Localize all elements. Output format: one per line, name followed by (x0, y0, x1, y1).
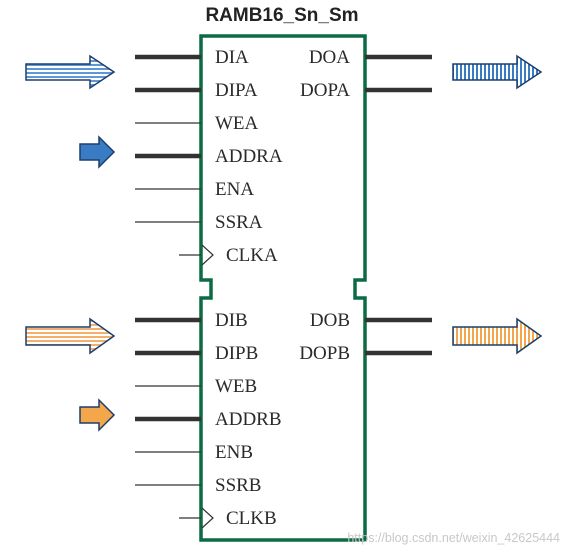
ssra-label: SSRA (215, 212, 263, 233)
dib-label: DIB (215, 310, 248, 331)
data-in-a-arrow (25, 54, 116, 90)
doa-label: DOA (309, 47, 350, 68)
wea-label: WEA (215, 113, 259, 134)
data-in-b-arrow (25, 317, 116, 355)
clkb-label: CLKB (226, 508, 277, 529)
block-outline (199, 34, 367, 542)
clkb-clock-marker-icon (201, 507, 214, 529)
block-title: RAMB16_Sn_Sm (205, 5, 358, 26)
signal-wires (135, 54, 432, 529)
ena-label: ENA (215, 179, 254, 200)
enb-label: ENB (215, 442, 253, 463)
data-out-b-arrow (452, 317, 543, 355)
dipa-label: DIPA (215, 80, 258, 101)
dipb-label: DIPB (215, 343, 258, 364)
dob-label: DOB (310, 310, 350, 331)
addr-a-arrow (79, 135, 116, 169)
data-out-a-arrow (452, 54, 543, 90)
dopa-label: DOPA (300, 80, 350, 101)
web-label: WEB (215, 376, 257, 397)
port-labels: DIA DIPA WEA ADDRA ENA SSRA CLKA DOA DOPA DIB DIPB… (215, 47, 350, 529)
clka-clock-marker-icon (201, 244, 214, 266)
watermark: https://blog.csdn.net/weixin_42625444 (347, 531, 560, 545)
dopb-label: DOPB (299, 343, 350, 364)
clka-label: CLKA (226, 245, 278, 266)
dia-label: DIA (215, 47, 249, 68)
addr-b-arrow (79, 398, 116, 432)
addrb-label: ADDRB (215, 409, 282, 430)
ssrb-label: SSRB (215, 475, 261, 496)
addra-label: ADDRA (215, 146, 283, 167)
